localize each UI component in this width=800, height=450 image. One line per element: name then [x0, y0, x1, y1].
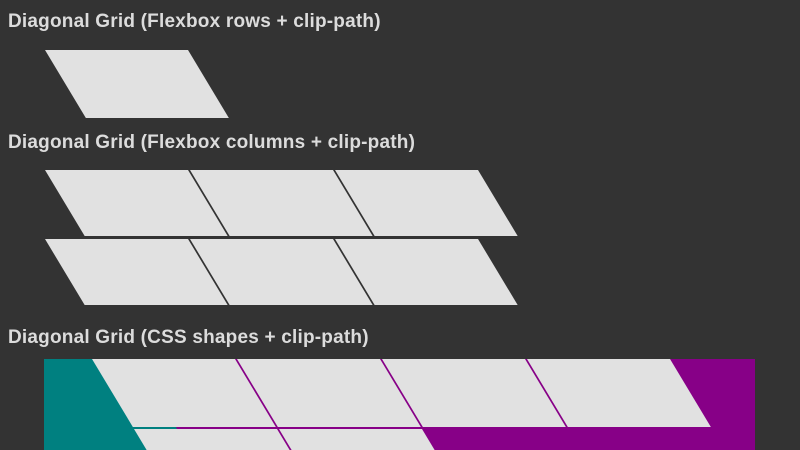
grid-tile	[134, 428, 296, 450]
grid-tile	[45, 50, 229, 118]
grid-row	[45, 170, 518, 236]
diagonal-grid-css-shapes	[44, 359, 755, 450]
section-title-flexbox-rows: Diagonal Grid (Flexbox rows + clip-path)	[8, 11, 381, 32]
grid-row	[45, 239, 518, 305]
section-title-flexbox-columns: Diagonal Grid (Flexbox columns + clip-pa…	[8, 132, 416, 153]
section-title-css-shapes: Diagonal Grid (CSS shapes + clip-path)	[8, 327, 369, 348]
diagonal-grid-flexbox-columns	[45, 170, 518, 305]
diagonal-grid-flexbox-rows	[45, 50, 229, 118]
grid-tile	[279, 428, 441, 450]
